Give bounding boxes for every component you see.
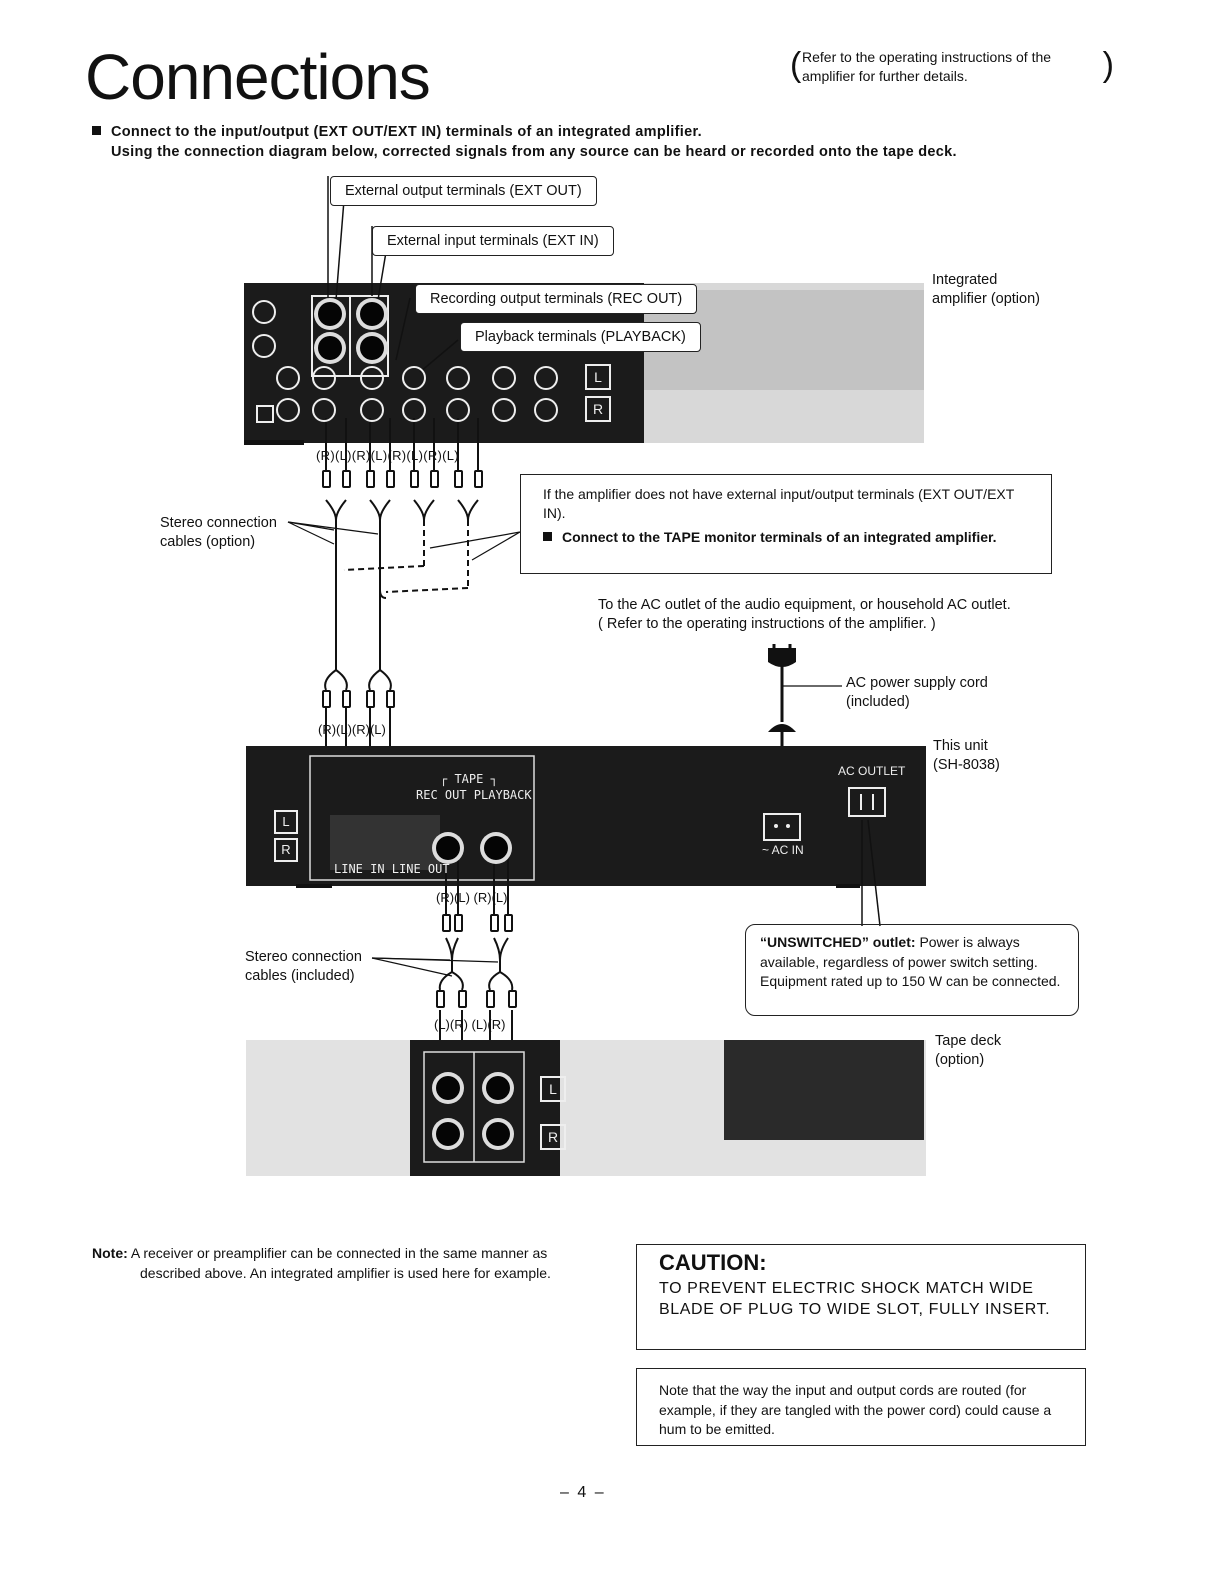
left-channel-icon: L	[274, 810, 298, 834]
ac-cord-label: AC power supply cord (included)	[846, 675, 988, 710]
left-channel-icon: L	[585, 364, 611, 390]
callout-rec-out: Recording output terminals (REC OUT)	[415, 284, 698, 314]
unit-ac-outlet-label: AC OUTLET	[838, 764, 906, 778]
callout-playback: Playback terminals (PLAYBACK)	[460, 322, 701, 352]
deck-jack	[436, 1076, 460, 1100]
amp-jack	[360, 398, 384, 422]
unit-ac-in-label: ~ AC IN	[762, 843, 804, 857]
amp-jack	[492, 366, 516, 390]
playback-jack	[446, 366, 470, 390]
unit-recout-playback-label: REC OUT PLAYBACK	[416, 788, 532, 802]
page-number: – 4 –	[560, 1484, 606, 1501]
unit-linein-lineout-label: LINE IN LINE OUT	[334, 862, 450, 876]
right-channel-icon: R	[585, 396, 611, 422]
right-channel-icon: R	[274, 838, 298, 862]
bullet-icon	[92, 126, 101, 135]
tape-playback-jack	[484, 836, 508, 860]
deck-jack	[486, 1122, 510, 1146]
amp-jack	[276, 398, 300, 422]
ext-in-jack	[360, 302, 384, 326]
tape-deck-label: Tape deck (option)	[935, 1033, 1002, 1068]
ext-out-jack	[318, 336, 342, 360]
bullet-icon	[543, 532, 552, 541]
intro-text: Connect to the input/output (EXT OUT/EXT…	[92, 122, 1102, 162]
unswitched-outlet-note: “UNSWITCHED” outlet: Power is always ava…	[745, 924, 1079, 1016]
left-channel-icon: L	[540, 1076, 566, 1102]
unit-tape-label: ┌ TAPE ┐	[440, 772, 498, 786]
lr-deck-label: (L)(R) (L)(R)	[434, 1017, 506, 1032]
tape-rec-out-jack	[436, 836, 460, 860]
callout-ext-in: External input terminals (EXT IN)	[372, 226, 614, 256]
integrated-amp-label: Integrated amplifier (option)	[932, 272, 1040, 307]
refer-note: Refer to the operating instructions of t…	[790, 46, 1114, 86]
ac-outlet-text: To the AC outlet of the audio equipment,…	[598, 597, 1011, 632]
hum-note-box: Note that the way the input and output c…	[636, 1368, 1086, 1446]
page-title: Connections	[85, 41, 431, 113]
amp-jack	[276, 366, 300, 390]
this-unit-label: This unit (SH-8038)	[933, 738, 1000, 773]
amp-jack	[492, 398, 516, 422]
caution-heading: CAUTION:	[659, 1250, 767, 1275]
amp-jack	[312, 398, 336, 422]
amp-jack	[534, 398, 558, 422]
rl-top-label: (R)(L)(R)(L)(R)(L)(R)(L)	[316, 448, 459, 463]
deck-jack	[486, 1076, 510, 1100]
ext-in-jack	[360, 336, 384, 360]
amp-jack	[534, 366, 558, 390]
amp-jack	[252, 300, 276, 324]
caution-box: CAUTION: TO PREVENT ELECTRIC SHOCK MATCH…	[636, 1244, 1086, 1350]
note: Note: A receiver or preamplifier can be …	[92, 1245, 551, 1281]
no-ext-terminals-box: If the amplifier does not have external …	[520, 474, 1052, 574]
amp-jack	[360, 366, 384, 390]
deck-jack	[436, 1122, 460, 1146]
stereo-cables-option-label: Stereo connection cables (option)	[160, 515, 277, 550]
intro-line-1: Connect to the input/output (EXT OUT/EXT…	[111, 124, 702, 140]
square-icon	[256, 405, 274, 423]
intro-line-2: Using the connection diagram below, corr…	[111, 144, 957, 160]
stereo-cables-included-label: Stereo connection cables (included)	[245, 949, 362, 984]
ext-out-jack	[318, 302, 342, 326]
caution-text: TO PREVENT ELECTRIC SHOCK MATCH WIDE BLA…	[659, 1280, 1051, 1318]
rec-out-jack	[402, 398, 426, 422]
playback-jack	[446, 398, 470, 422]
callout-ext-out: External output terminals (EXT OUT)	[330, 176, 597, 206]
rl-unit-label: (R)(L) (R)(L)	[436, 890, 508, 905]
rec-out-jack	[402, 366, 426, 390]
rl-mid-label: (R)(L)(R)(L)	[318, 722, 386, 737]
right-channel-icon: R	[540, 1124, 566, 1150]
amp-jack	[312, 366, 336, 390]
amp-jack	[252, 334, 276, 358]
